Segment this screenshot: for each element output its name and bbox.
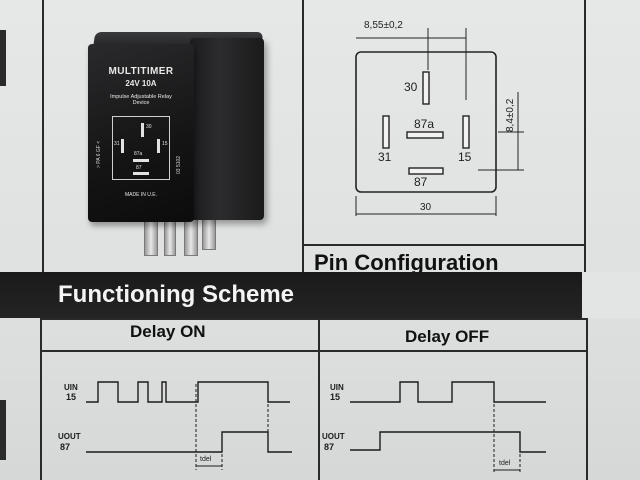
pin-configuration-heading: Pin Configuration: [314, 250, 499, 275]
band-right-gap: [582, 272, 640, 318]
relay-pin-87a: [133, 159, 149, 162]
scheme-header-rule: [40, 350, 588, 352]
pin-config-top-rule: [302, 244, 586, 246]
relay-pin-30-label: 30: [146, 124, 152, 130]
delay-off-chart: [350, 381, 546, 474]
relay-pin-87a-label: 87a: [134, 151, 143, 157]
dim-right-label: 8,4±0,2: [505, 98, 516, 132]
dim-top-label: 8,55±0,2: [364, 20, 403, 31]
relay-pin-15: [157, 139, 160, 153]
relay-rating: 24V 10A: [125, 79, 157, 88]
delay-off-input-signal: [350, 381, 546, 403]
relay-front: MULTITIMER 24V 10A Impulse Adjustable Re…: [88, 44, 194, 222]
relay-pin-15-label: 15: [162, 141, 168, 147]
delay-off-output-signal: [350, 431, 546, 453]
delay-off-tdel-label: tdel: [499, 460, 511, 467]
pin-15-label: 15: [458, 150, 472, 164]
left-edge-mark-lower: [0, 400, 6, 460]
scheme-line-right: [586, 318, 588, 480]
relay-title: MULTITIMER: [108, 66, 174, 77]
delay-on-heading: Delay ON: [130, 322, 206, 341]
delay-off-uout-pin: 87: [324, 442, 335, 452]
delay-off-uin-label: UIN: [330, 383, 344, 392]
relay-pin-30: [141, 123, 144, 137]
frame-line-middle: [302, 0, 304, 272]
relay-pin-diagram: 30 31 15 87a 87: [112, 116, 170, 180]
delay-on-tdel-label: tdel: [200, 456, 212, 463]
left-edge-mark: [0, 30, 6, 86]
relay-made-in: MADE IN U.E.: [125, 192, 157, 198]
pin-87-label: 87: [414, 175, 428, 189]
delay-on-uout-label: UOUT: [58, 432, 81, 441]
delay-on-input-signal: [86, 381, 290, 403]
pin-30-label: 30: [404, 80, 418, 94]
dim-bottom-label: 30: [420, 202, 432, 213]
relay-pin-31: [121, 139, 124, 153]
pin-87a-label: 87a: [414, 117, 435, 131]
frame-line-right: [584, 0, 586, 272]
relay-subtitle: Impulse Adjustable Relay Device: [110, 94, 172, 106]
scheme-top-rule: [40, 318, 588, 320]
delay-on-chart: [86, 381, 292, 470]
relay-pin-87-label: 87: [136, 165, 142, 171]
delay-on-uout-pin: 87: [60, 442, 71, 452]
scheme-line-middle: [318, 318, 320, 480]
relay-photo: MULTITIMER 24V 10A Impulse Adjustable Re…: [88, 32, 268, 264]
pin-outline: [355, 51, 497, 193]
pin-87-blade: [408, 167, 444, 175]
relay-side: [190, 38, 264, 220]
pin-15-blade: [462, 115, 470, 149]
delay-off-uout-label: UOUT: [322, 432, 345, 441]
delay-on-uin-pin: 15: [66, 392, 77, 402]
pin-30-blade: [422, 71, 430, 105]
frame-line-left: [42, 0, 44, 272]
pin-31-label: 31: [378, 150, 392, 164]
delay-off-uin-pin: 15: [330, 392, 341, 402]
pin-87a-blade: [406, 131, 444, 139]
delay-off-heading: Delay OFF: [405, 327, 490, 346]
delay-on-uin-label: UIN: [64, 383, 78, 392]
scheme-line-left: [40, 318, 42, 480]
functioning-scheme-heading: Functioning Scheme: [58, 281, 295, 308]
relay-pin-31-label: 31: [114, 141, 120, 147]
functioning-scheme-band: [0, 272, 640, 318]
relay-pin-87: [133, 172, 149, 175]
pin-31-blade: [382, 115, 390, 149]
delay-on-output-signal: [86, 431, 292, 453]
